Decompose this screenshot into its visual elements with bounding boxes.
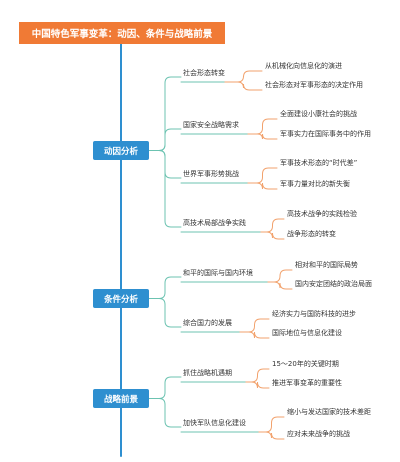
branch-line [148,150,182,228]
leaf-line [224,70,263,83]
branch-motivation[interactable]: 动因分析 [93,141,149,160]
leaf[interactable]: 15～20年的关键时期 [272,360,339,368]
leaf-line [245,381,270,389]
leaf-line [239,318,270,333]
leaf[interactable]: 高技术战争的实践检验 [287,210,357,218]
branch-line [148,398,182,428]
branch-line [148,298,182,328]
leaf-line [267,269,293,283]
leaf-line [247,133,278,140]
topic-world-military[interactable]: 世界军事形势挑战 [183,170,239,178]
branch-line [148,276,182,299]
leaf[interactable]: 社会形态对军事形态的决定作用 [265,81,363,89]
leaf-line [239,331,270,339]
leaf[interactable]: 全面建设小康社会的挑战 [280,110,357,118]
leaf[interactable]: 军事实力在国际事务中的作用 [280,130,371,138]
branch-line [148,376,182,399]
topic-hightech-war[interactable]: 高技术局部战争实践 [183,219,246,227]
leaf[interactable]: 从机械化向信息化的演进 [265,62,342,70]
leaf[interactable]: 战争形态的转变 [287,230,336,238]
leaf-line [245,368,270,383]
leaf-line [258,431,285,440]
leaf[interactable]: 推进军事变革的重要性 [272,379,342,387]
leaf-line [247,118,278,135]
topic-peace-environment[interactable]: 和平的国际与国内环境 [183,269,253,277]
leaf-line [224,81,263,91]
leaf-line [247,167,278,184]
root-topic[interactable]: 中国特色军事变革：动因、条件与战略前景 [19,22,225,44]
leaf[interactable]: 应对未来战争的挑战 [287,430,350,438]
leaf-line [258,416,285,433]
leaf[interactable]: 经济实力与国防科技的进步 [272,310,356,318]
branch-conditions[interactable]: 条件分析 [93,289,149,308]
branch-prospects[interactable]: 战略前景 [93,389,149,408]
topic-security-demand[interactable]: 国家安全战略需求 [183,121,239,129]
branch-line [148,128,182,151]
leaf-line [260,218,285,233]
topic-strategic-opportunity[interactable]: 抓住战略机遇期 [183,369,232,377]
leaf[interactable]: 军事力量对比的新失衡 [280,180,350,188]
leaf-line [267,281,293,290]
leaf[interactable]: 缩小与发达国家的技术差距 [287,408,371,416]
topic-national-strength[interactable]: 综合国力的发展 [183,319,232,327]
leaf[interactable]: 国际地位与信息化建设 [272,329,342,337]
leaf[interactable]: 相对和平的国际局势 [295,261,358,269]
leaf-line [247,182,278,190]
leaf[interactable]: 军事技术形态的“时代差” [280,159,358,167]
topic-informatization[interactable]: 加快军队信息化建设 [183,419,246,427]
leaf-line [260,231,285,240]
leaf[interactable]: 国内安定团结的政治局面 [295,280,372,288]
topic-social-form[interactable]: 社会形态转变 [183,69,225,77]
